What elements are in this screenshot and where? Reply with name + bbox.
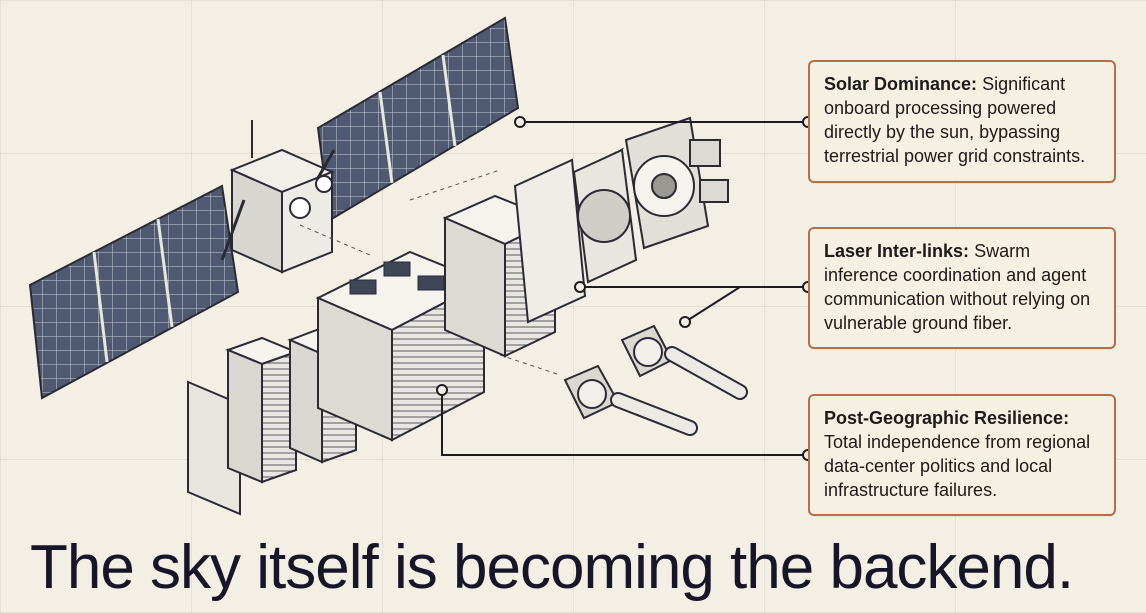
callout-laser-inter-links: Laser Inter-links: Swarm inference coord… [808, 227, 1116, 349]
solar-panel-icon [316, 16, 520, 222]
callout-body: Significant onboard processing powered d… [824, 74, 1086, 166]
callout-body: Total independence from regional data-ce… [824, 432, 1091, 500]
callout-post-geographic-resilience: Post-Geographic Resilience: Total indepe… [808, 394, 1116, 516]
thruster-icon [572, 116, 729, 284]
callout-body: Swarm inference coordination and agent c… [824, 241, 1091, 333]
callout-title: Solar Dominance: [824, 74, 978, 94]
callout-solar-dominance: Solar Dominance: Significant onboard pro… [808, 60, 1116, 183]
headline: The sky itself is becoming the backend. [30, 533, 1074, 602]
satellite-illustration [220, 120, 336, 274]
callout-title: Post-Geographic Resilience: [824, 408, 1070, 428]
callout-title: Laser Inter-links: [824, 241, 970, 261]
laser-terminal-icon [563, 324, 748, 436]
solar-panel-icon [28, 184, 240, 400]
